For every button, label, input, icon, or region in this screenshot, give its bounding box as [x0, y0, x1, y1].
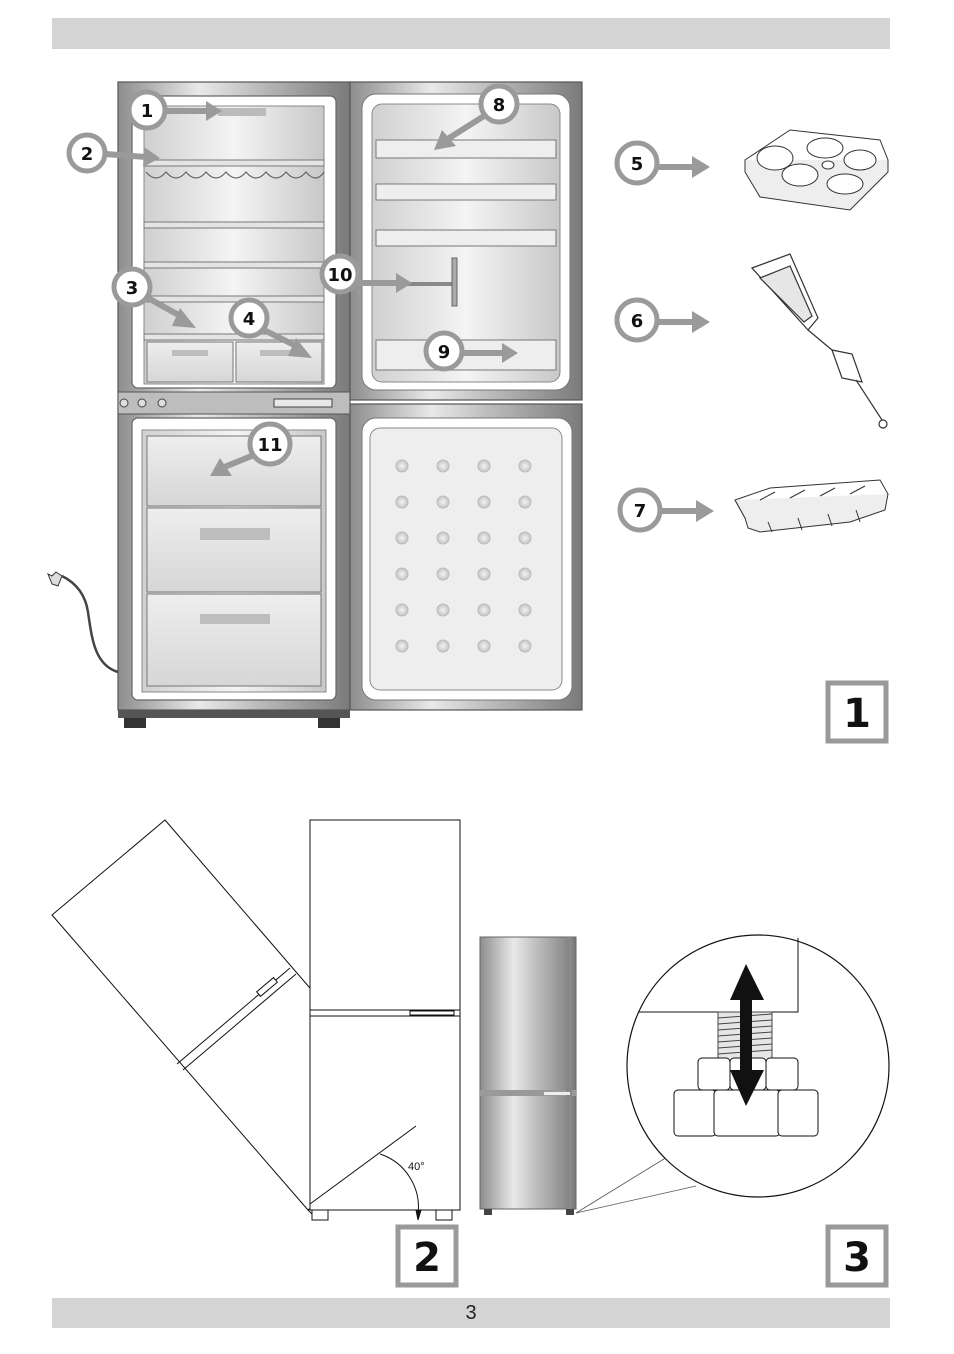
upright-fridge-illustration — [310, 820, 460, 1220]
egg-tray-illustration — [745, 130, 888, 210]
callout-10-label: 10 — [327, 265, 352, 286]
figure-1-label-box: 1 — [828, 683, 886, 741]
callout-6: 6 — [617, 300, 710, 340]
callout-5: 5 — [617, 143, 710, 183]
callout-1-label: 1 — [141, 101, 154, 122]
callout-7: 7 — [620, 490, 714, 530]
callout-4-label: 4 — [243, 309, 256, 330]
fridge-open-illustration — [48, 82, 582, 728]
callout-7-label: 7 — [634, 501, 647, 522]
callout-6-label: 6 — [631, 311, 644, 332]
callout-8-label: 8 — [493, 95, 506, 116]
figure-2-label-box: 2 — [398, 1227, 456, 1285]
callout-3-label: 3 — [126, 278, 139, 299]
figure-2-label: 2 — [413, 1235, 441, 1281]
figure-3-label: 3 — [843, 1235, 871, 1281]
callout-9-label: 9 — [438, 342, 451, 363]
callout-5-label: 5 — [631, 154, 644, 175]
ice-cube-tray-illustration — [735, 480, 888, 532]
figure-1-label: 1 — [843, 691, 871, 737]
ice-scoop-illustration — [752, 254, 887, 428]
callout-2-label: 2 — [81, 144, 94, 165]
tilt-angle-label: 40° — [408, 1161, 425, 1173]
foot-detail-magnifier — [576, 935, 889, 1213]
figure-3-label-box: 3 — [828, 1227, 886, 1285]
callout-11-label: 11 — [257, 435, 282, 456]
steel-fridge-illustration — [480, 937, 576, 1215]
